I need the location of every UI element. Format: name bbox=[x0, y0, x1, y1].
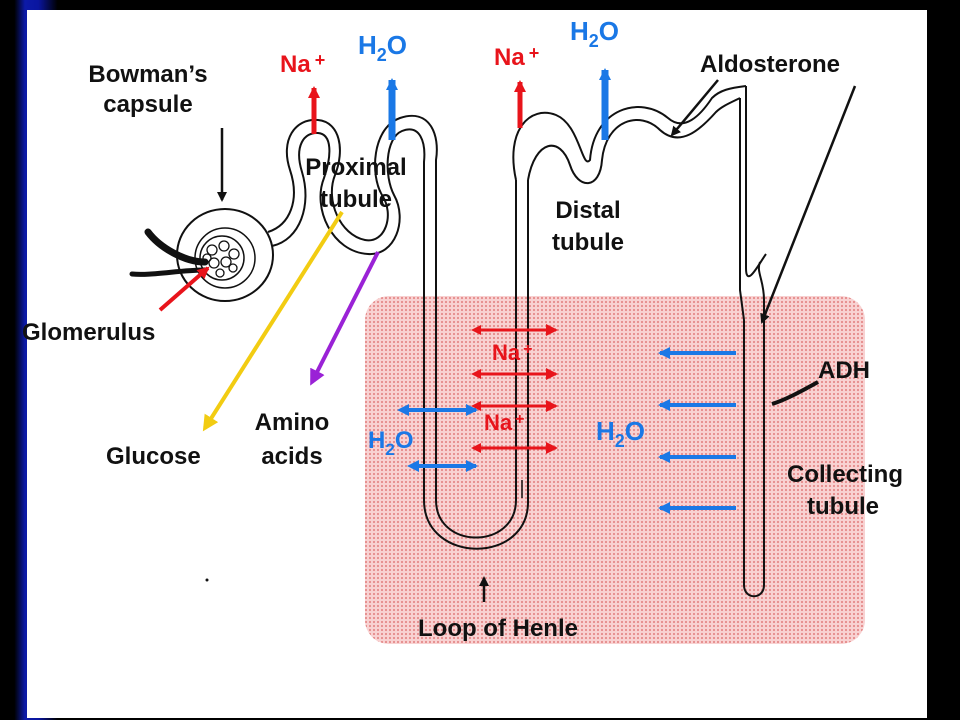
afferent-arteriole bbox=[144, 228, 209, 266]
sodium-reabsorption-arrows bbox=[308, 80, 526, 134]
na-label-distal: Na+ bbox=[494, 43, 539, 71]
distal-label-2: tubule bbox=[552, 229, 624, 256]
collecting-water-arrows bbox=[658, 347, 736, 514]
aldosterone-pointer bbox=[670, 79, 719, 137]
amino-label-2: acids bbox=[261, 443, 322, 470]
distal-label-1: Distal bbox=[555, 197, 620, 224]
pointer-arrows bbox=[217, 79, 857, 602]
h2o-label-loop: H2O bbox=[368, 427, 413, 459]
na-label-medulla-1: Na+ bbox=[492, 340, 532, 365]
h2o-label-distal: H2O bbox=[570, 16, 619, 51]
adh-pointer bbox=[771, 380, 819, 406]
loop-of-henle-label: Loop of Henle bbox=[418, 615, 578, 642]
amino-label-1: Amino bbox=[255, 409, 330, 436]
h2o-label-proximal: H2O bbox=[358, 30, 407, 65]
h2o-label-collecting: H2O bbox=[596, 416, 645, 451]
proximal-label-1: Proximal bbox=[305, 154, 406, 181]
bowmans-capsule-label-2: capsule bbox=[103, 91, 192, 118]
na-label-proximal: Na+ bbox=[280, 50, 325, 78]
glucose-label: Glucose bbox=[106, 443, 201, 470]
water-reabsorption-arrows bbox=[386, 68, 611, 140]
collecting-label-2: tubule bbox=[807, 493, 879, 520]
interstitial-region bbox=[365, 296, 865, 644]
collecting-label-1: Collecting bbox=[787, 461, 903, 488]
loop-detail-ticks bbox=[515, 480, 523, 500]
loop-water-arrows bbox=[397, 404, 478, 472]
aldosterone-collecting-pointer bbox=[760, 85, 857, 324]
interstitial-sodium-arrows bbox=[471, 324, 558, 454]
glomerulus-pointer bbox=[158, 266, 210, 312]
proximal-label-2: tubule bbox=[320, 186, 392, 213]
stray-dot bbox=[205, 578, 209, 582]
amino-acids-arrow bbox=[310, 251, 380, 386]
na-label-medulla-2: Na+ bbox=[484, 410, 524, 435]
aldosterone-label: Aldosterone bbox=[700, 51, 840, 78]
adh-label: ADH bbox=[818, 357, 870, 384]
glucose-arrow bbox=[202, 210, 344, 432]
bowmans-capsule-label-1: Bowman’s bbox=[88, 61, 207, 88]
glomerulus-capillaries bbox=[129, 228, 245, 281]
glomerulus-label: Glomerulus bbox=[22, 319, 155, 346]
